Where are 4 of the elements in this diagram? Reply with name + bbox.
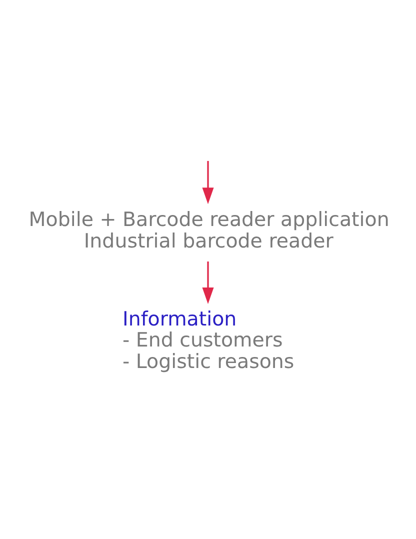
arrow <box>202 262 214 304</box>
node-text: Information - End customers - Logistic reasons <box>122 307 294 374</box>
node-text: Mobile + Barcode reader application Industrial barcode reader <box>28 208 390 252</box>
arrow <box>202 160 214 204</box>
